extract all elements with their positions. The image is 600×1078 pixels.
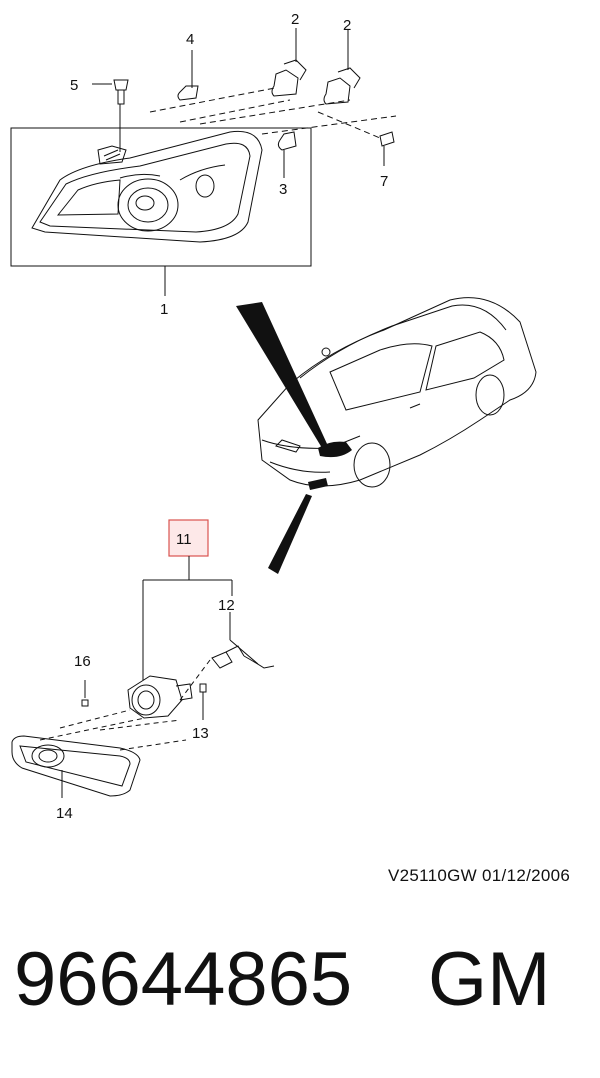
callout-14: 14 <box>56 805 73 822</box>
brand-name: GM <box>428 937 551 1022</box>
projector-lens <box>117 178 179 232</box>
bulb-3 <box>277 131 297 151</box>
connector-7 <box>379 131 395 147</box>
callout-5: 5 <box>70 77 78 94</box>
callout-11: 11 <box>176 531 192 548</box>
parts-diagram: 1 2 2 3 4 5 7 11 12 13 14 16 <box>10 11 537 822</box>
bulb-2b <box>323 77 351 105</box>
car-illustration <box>257 297 537 488</box>
foglamp-bezel <box>11 735 141 797</box>
callout-2a: 2 <box>291 11 299 28</box>
headlamp-assembly-group <box>10 28 397 296</box>
callout-2b: 2 <box>343 17 351 34</box>
bulb-4 <box>177 85 199 101</box>
foglamp-group <box>11 556 275 798</box>
part-number: 96644865 <box>14 937 353 1022</box>
callout-11-highlight <box>168 519 209 557</box>
bulb-2a <box>271 69 299 97</box>
callout-7: 7 <box>380 173 388 190</box>
bolt-5 <box>113 79 129 105</box>
drawing-code: V25110GW 01/12/2006 <box>388 866 571 885</box>
pointer-to-headlamp <box>236 302 328 448</box>
headlamp-frame <box>10 127 312 267</box>
callout-labels: 1 2 2 3 4 5 7 11 12 13 14 16 <box>56 11 388 822</box>
callout-12: 12 <box>218 597 235 614</box>
pointer-to-foglamp <box>268 494 312 574</box>
foglamp-housing <box>127 675 183 719</box>
callout-4: 4 <box>186 31 194 48</box>
callout-1: 1 <box>160 301 168 318</box>
car-foglamp-highlight <box>308 478 328 490</box>
headlamp-housing <box>31 130 263 243</box>
callout-13: 13 <box>192 725 209 742</box>
callout-3: 3 <box>279 181 287 198</box>
callout-16: 16 <box>74 653 91 670</box>
